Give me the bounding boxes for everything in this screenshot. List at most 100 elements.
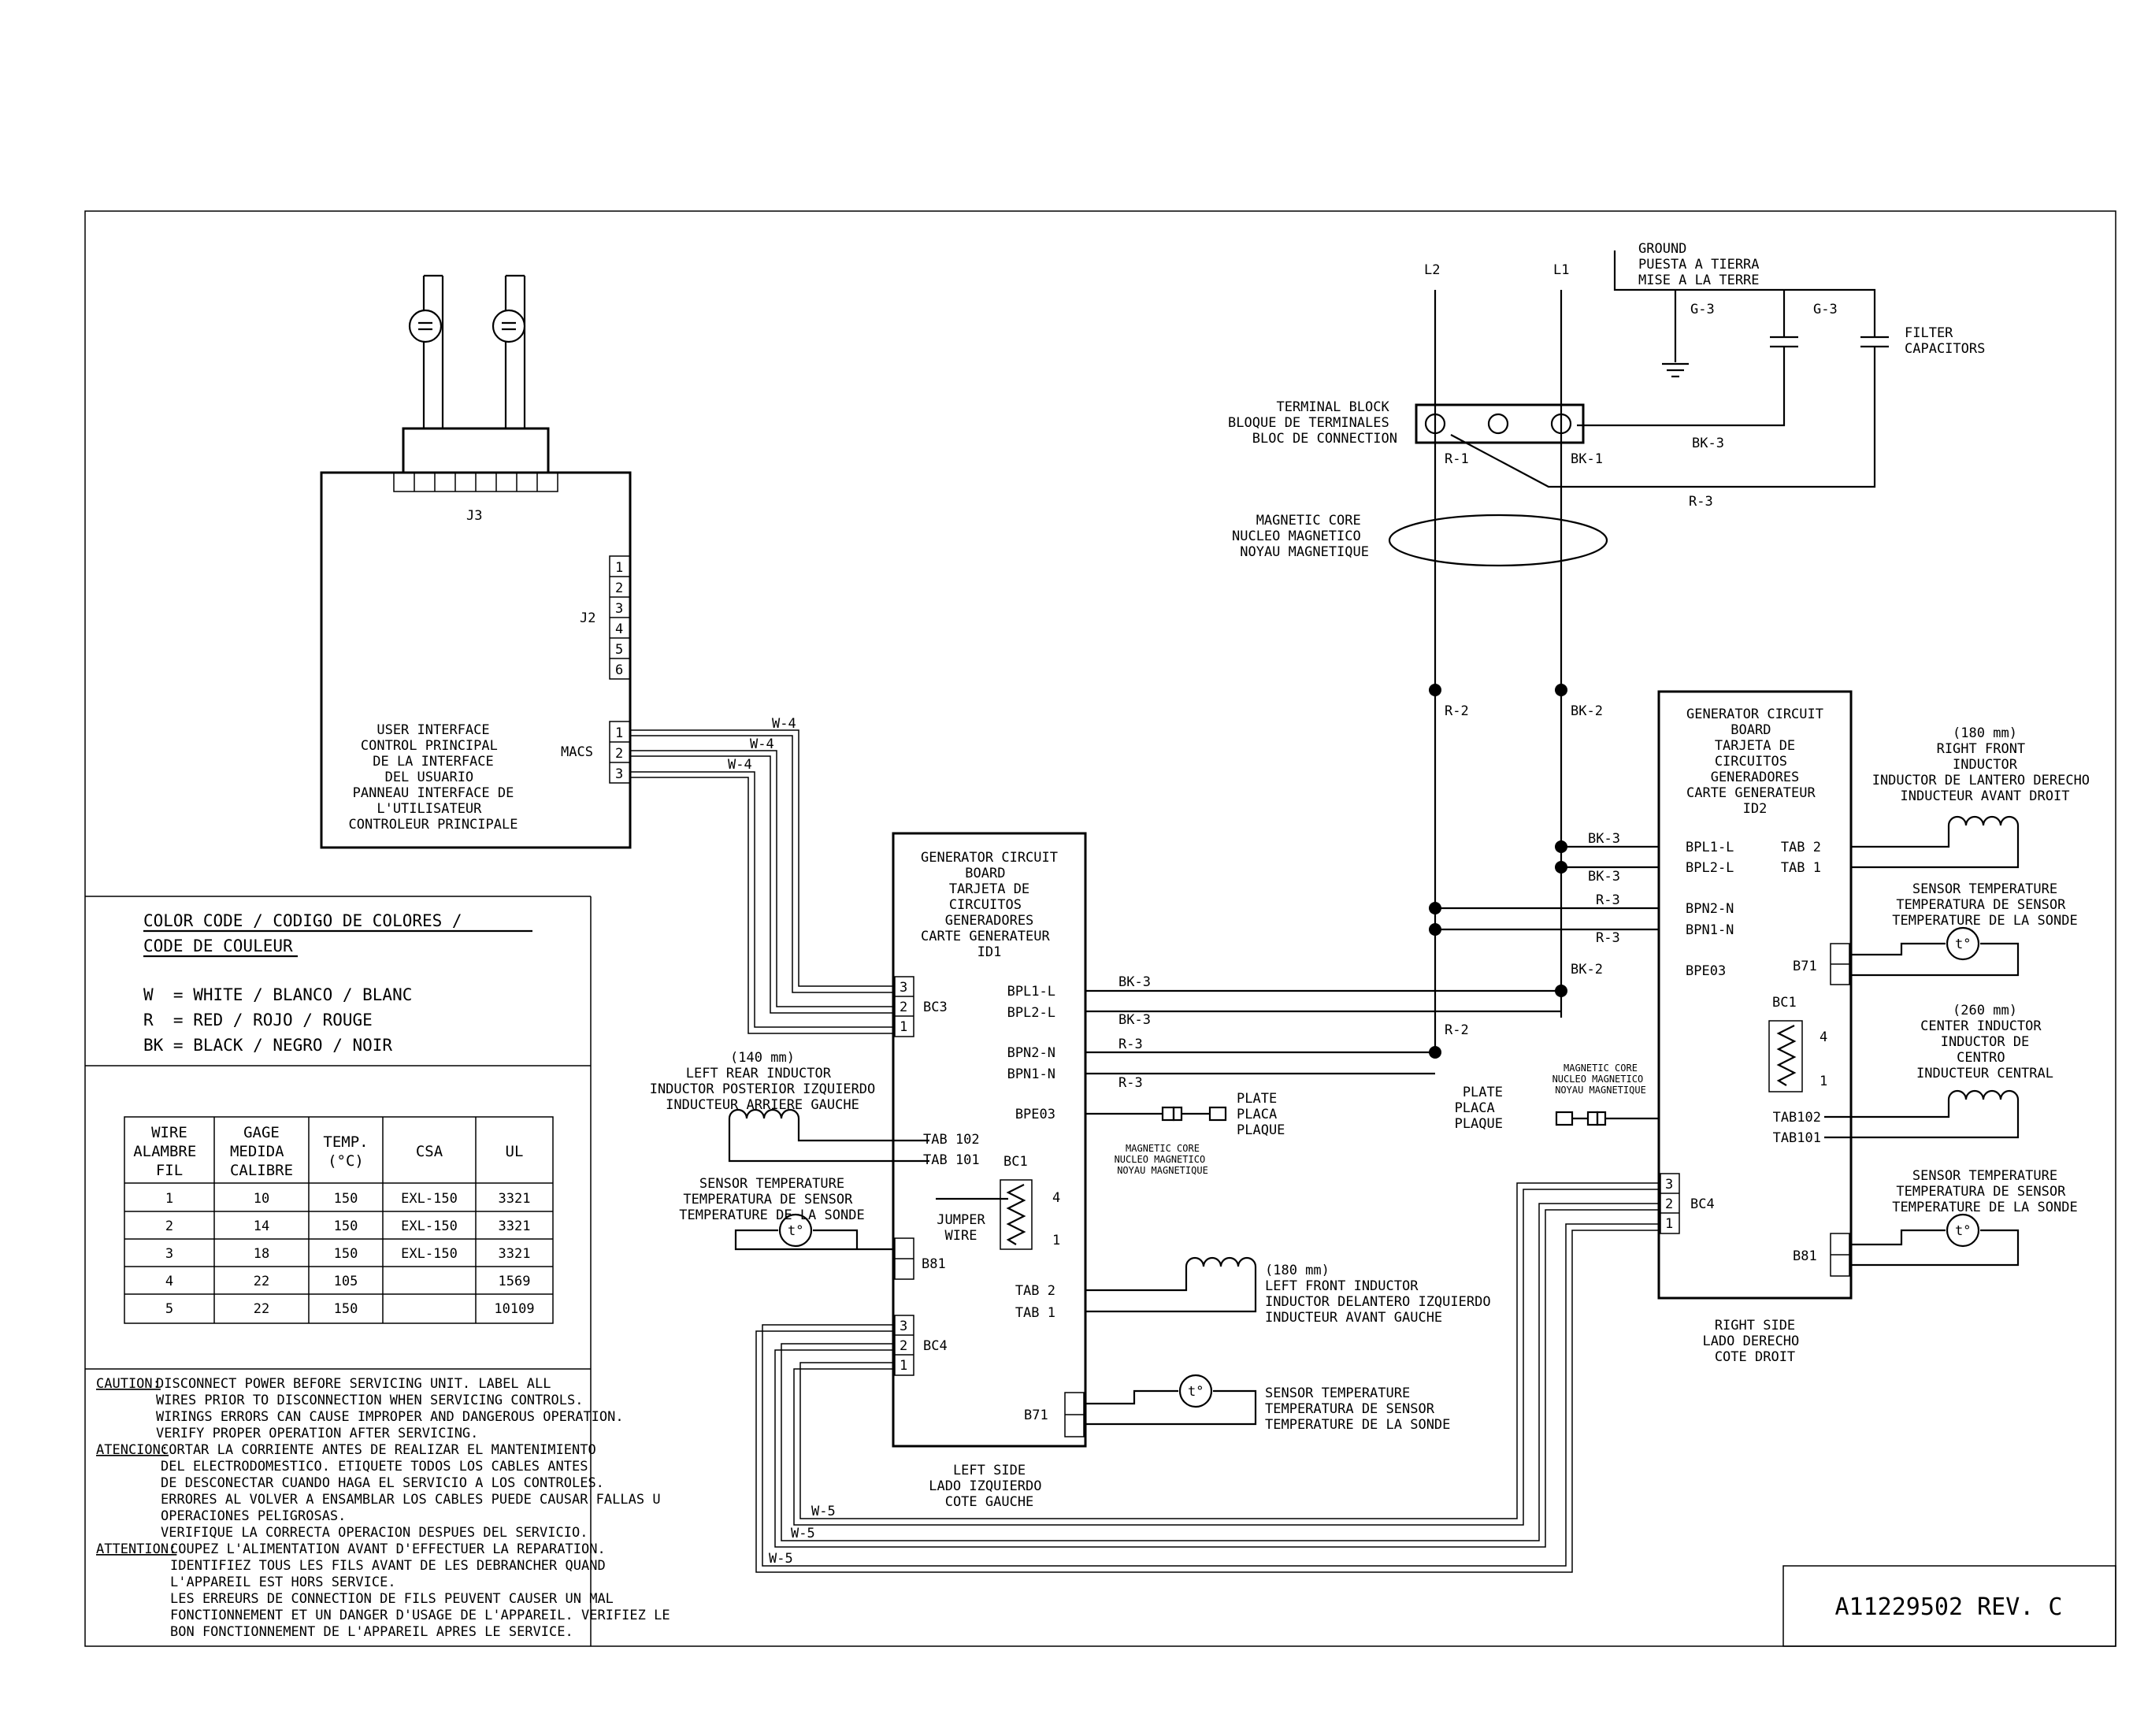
bc4-label: BC4 — [923, 1338, 948, 1354]
right-board-outline — [1657, 690, 1853, 1300]
filter-capacitor-icon — [1770, 336, 1889, 348]
svg-text:150: 150 — [334, 1246, 358, 1262]
plate-icon — [1208, 1106, 1227, 1122]
svg-text:22: 22 — [254, 1274, 269, 1289]
doc-number-box — [1782, 1565, 2116, 1647]
color-code-row: W = WHITE / BLANCO / BLANC — [143, 985, 412, 1004]
terminal-label: BPL2-L — [1007, 1005, 1055, 1021]
ground-symbol — [1662, 362, 1689, 378]
right-front-inductor-coil-icon — [1851, 815, 2020, 869]
svg-text:1: 1 — [1665, 1216, 1673, 1232]
table-header: UL — [506, 1143, 524, 1160]
svg-text:5: 5 — [165, 1301, 173, 1317]
terminal-label: BPL1-L — [1686, 840, 1734, 855]
attention-text: COUPEZ L'ALIMENTATION AVANT D'EFFECTUER … — [170, 1541, 670, 1640]
table-row: 4 22 105 1569 — [165, 1274, 531, 1289]
svg-text:2: 2 — [1665, 1196, 1673, 1212]
drawing-frame — [84, 210, 2116, 1647]
svg-text:2: 2 — [615, 746, 623, 762]
wire-label: R-3 — [1596, 930, 1620, 946]
junction-dot — [1555, 684, 1567, 696]
svg-text:3321: 3321 — [499, 1246, 531, 1262]
terminal-label: BPE03 — [1686, 963, 1726, 979]
wire-label: R-2 — [1445, 1022, 1469, 1038]
macs-label: MACS — [561, 744, 593, 760]
g3-label: G-3 — [1813, 302, 1838, 317]
bc3-connector: 32 1 — [894, 976, 914, 1037]
svg-text:3: 3 — [900, 980, 907, 996]
svg-text:3: 3 — [1665, 1177, 1673, 1193]
jumper-wire — [1006, 1184, 1026, 1245]
g3-label: G-3 — [1690, 302, 1715, 317]
svg-text:5: 5 — [615, 642, 623, 658]
svg-text:1569: 1569 — [499, 1274, 531, 1289]
terminal-label: BPN2-N — [1007, 1045, 1055, 1061]
wire-label: W-5 — [791, 1526, 815, 1541]
svg-text:3321: 3321 — [499, 1219, 531, 1234]
svg-text:10109: 10109 — [494, 1301, 534, 1317]
terminal-label: TAB 2 — [1781, 840, 1821, 855]
terminal-screw — [1424, 413, 1446, 435]
svg-text:2: 2 — [900, 1000, 907, 1015]
j3-label: J3 — [466, 508, 482, 524]
svg-text:4: 4 — [165, 1274, 173, 1289]
left-rear-inductor-label: (140 mm)LEFT REAR INDUCTOR INDUCTOR POST… — [650, 1050, 876, 1113]
caution-text: DISCONNECT POWER BEFORE SERVICING UNIT. … — [156, 1376, 624, 1441]
atencion-label: ATENCION: — [96, 1442, 169, 1458]
wire-label: W-4 — [772, 716, 796, 732]
j3-connector-shell — [402, 427, 550, 474]
j2-connector: 12 34 56 — [609, 555, 631, 680]
wire-label: W-4 — [750, 736, 774, 752]
svg-text:t°: t° — [1955, 937, 1971, 952]
terminal-label: BPN1-N — [1686, 922, 1734, 938]
junction-dot — [1429, 1046, 1441, 1059]
left-bc4-connector: 32 1 — [894, 1315, 914, 1376]
svg-text:3: 3 — [900, 1319, 907, 1334]
terminal-label: TAB 101 — [923, 1152, 980, 1168]
wire-label: W-5 — [811, 1504, 836, 1519]
bc3-label: BC3 — [923, 1000, 948, 1015]
left-rear-inductor-coil-icon — [728, 1108, 929, 1163]
junction-dot — [1429, 902, 1441, 914]
bc1-connector — [1000, 1179, 1033, 1250]
service-notes: CAUTION: DISCONNECT POWER BEFORE SERVICI… — [96, 1376, 670, 1640]
pin-label: 1 — [1052, 1233, 1060, 1248]
right-center-temperature-sensor-icon: t° — [1851, 1213, 2020, 1267]
wire-label: R-3 — [1118, 1075, 1143, 1091]
junction-dot — [1429, 923, 1441, 936]
terminal-label: TAB 2 — [1015, 1283, 1055, 1299]
magnetic-core-label: MAGNETIC CORE NUCLEO MAGNETICO NOYAU MAG… — [1232, 513, 1369, 560]
color-code-row: R = RED / ROJO / ROUGE — [143, 1011, 373, 1029]
svg-text:EXL-150: EXL-150 — [401, 1246, 458, 1262]
svg-text:105: 105 — [334, 1274, 358, 1289]
attention-label: ATTENTION: — [96, 1541, 176, 1557]
ground-label: GROUND PUESTA A TIERRA MISE A LA TERRE — [1638, 241, 1768, 288]
color-code-legend: COLOR CODE / CODIGO DE COLORES /CODE DE … — [143, 911, 532, 1055]
wire-label: R-3 — [1596, 892, 1620, 908]
svg-text:t°: t° — [1188, 1384, 1204, 1400]
svg-text:150: 150 — [334, 1191, 358, 1207]
svg-text:3: 3 — [615, 766, 623, 782]
wire-label: R-3 — [1118, 1037, 1143, 1052]
svg-text:3: 3 — [615, 601, 623, 617]
right-bc1-connector — [1768, 1020, 1803, 1092]
wire-label: W-4 — [728, 757, 752, 773]
table-header: TEMP.(°C) — [323, 1133, 368, 1170]
b81-label: B81 — [922, 1256, 946, 1272]
svg-text:3321: 3321 — [499, 1191, 531, 1207]
wire-label: BK-1 — [1571, 451, 1603, 467]
svg-text:22: 22 — [254, 1301, 269, 1317]
power-section: L2 L1 GROUND PUESTA A TIERRA MISE A LA T… — [1228, 241, 1985, 1052]
